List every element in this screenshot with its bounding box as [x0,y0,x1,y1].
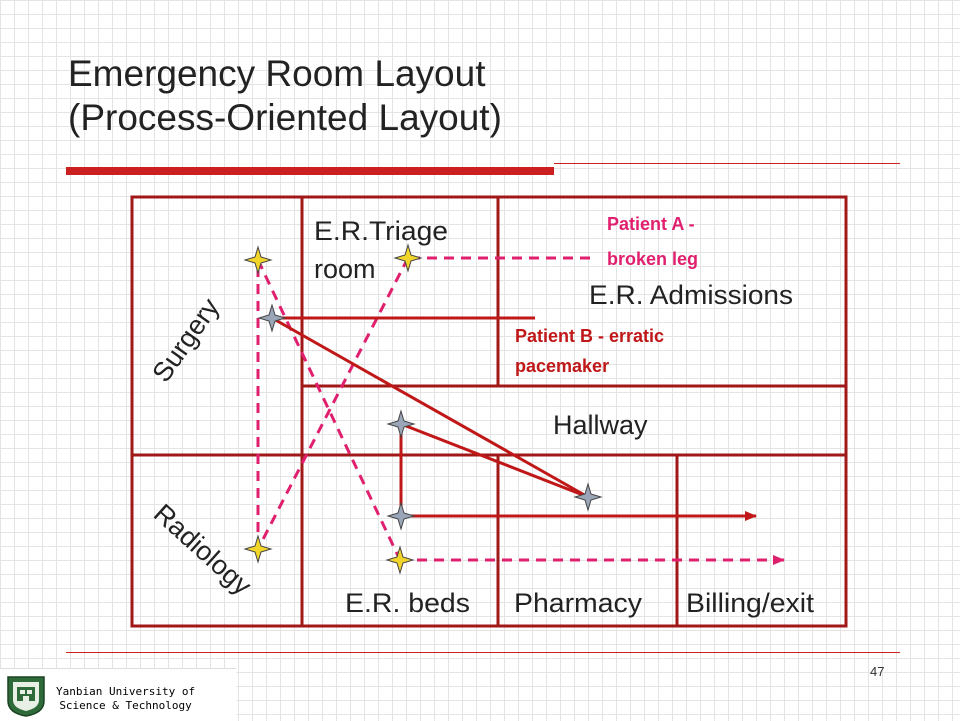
star-a-surgery-icon [243,245,273,275]
room-label-surgery: Surgery [146,292,225,387]
title-line-2: (Process-Oriented Layout) [68,97,502,138]
room-label-admissions: E.R. Admissions [589,280,793,310]
patient-a-segment-surgery-beds [256,259,402,561]
university-name: Yanbian University of Science & Technolo… [56,685,195,713]
university-logo-icon [7,676,45,717]
patient-a-label-2: broken leg [607,249,698,269]
title-line-1: Emergency Room Layout [68,53,486,94]
slide-title: Emergency Room Layout (Process-Oriented … [68,52,868,140]
star-b-beds-icon [386,501,416,531]
room-label-pharmacy: Pharmacy [514,588,643,618]
room-label-radiology: Radiology [148,498,258,601]
university-name-line-1: Yanbian University of [56,685,196,698]
star-b-surgery-icon [257,303,287,333]
room-label-billing: Billing/exit [686,588,815,618]
patient-a-waypoints [243,243,423,575]
room-label-hallway: Hallway [553,410,648,440]
title-underline-thick [66,167,554,175]
footer-banner: Yanbian University of Science & Technolo… [0,668,236,721]
patient-b-segment-surgery-pharmacy [271,316,589,499]
patient-b-label-1: Patient B - erratic [515,326,664,346]
patient-b-waypoints [257,303,603,531]
star-b-pharmacy-icon [573,482,603,512]
patient-a-segment-triage-radiology [256,257,410,550]
footer-rule [66,652,900,653]
university-name-line-2: Science & Technology [59,699,192,712]
floor-outline [130,195,848,628]
patient-a-path [256,256,785,565]
patient-b-label-2: pacemaker [515,356,609,376]
star-a-triage-icon [393,243,423,273]
room-label-er-beds: E.R. beds [345,588,470,618]
page-number: 47 [870,664,885,679]
patient-b-path [271,316,757,521]
title-underline-thin [554,163,900,164]
room-label-triage-2: room [314,254,376,284]
star-b-hall-icon [386,409,416,439]
room-label-triage-1: E.R.Triage [314,216,448,246]
patient-b-segment-pharmacy-hall [400,422,589,499]
star-a-radiology-icon [243,534,273,564]
patient-a-label-1: Patient A - [607,214,695,234]
star-a-beds-icon [385,545,415,575]
